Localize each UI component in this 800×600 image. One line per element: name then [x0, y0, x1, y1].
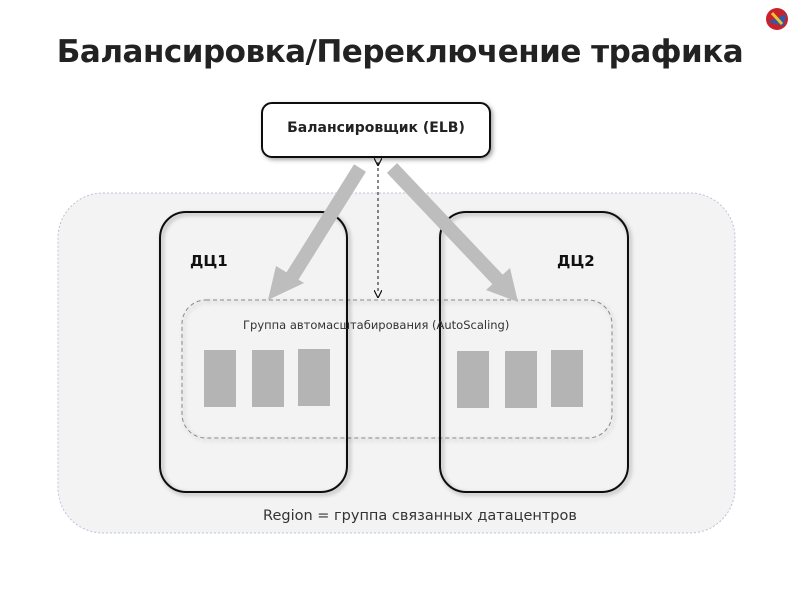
dc2-instances — [457, 350, 583, 408]
instance — [298, 349, 330, 406]
elb-box — [261, 102, 491, 158]
instance — [457, 351, 489, 408]
dc1-box — [159, 211, 348, 493]
dc1-label: ДЦ1 — [190, 252, 228, 270]
traffic-arrow-dc1 — [268, 164, 366, 300]
traffic-arrow-dc2 — [386, 163, 518, 302]
instance — [252, 350, 284, 407]
elb-label: Балансировщик (ELB) — [287, 120, 465, 136]
region-label: Region = группа связанных датацентров — [263, 508, 577, 524]
dc1-instances — [204, 349, 330, 407]
instance — [204, 350, 236, 407]
instance — [505, 351, 537, 408]
region-box — [57, 192, 736, 534]
autoscaling-group-box — [181, 299, 613, 439]
autoscaling-label: Группа автомасштабирования (AutoScaling) — [243, 318, 510, 332]
dc2-box — [439, 211, 629, 493]
instance — [551, 350, 583, 407]
dc2-label: ДЦ2 — [557, 252, 595, 270]
slide-title: Балансировка/Переключение трафика — [56, 34, 744, 70]
logo-icon — [766, 8, 788, 30]
